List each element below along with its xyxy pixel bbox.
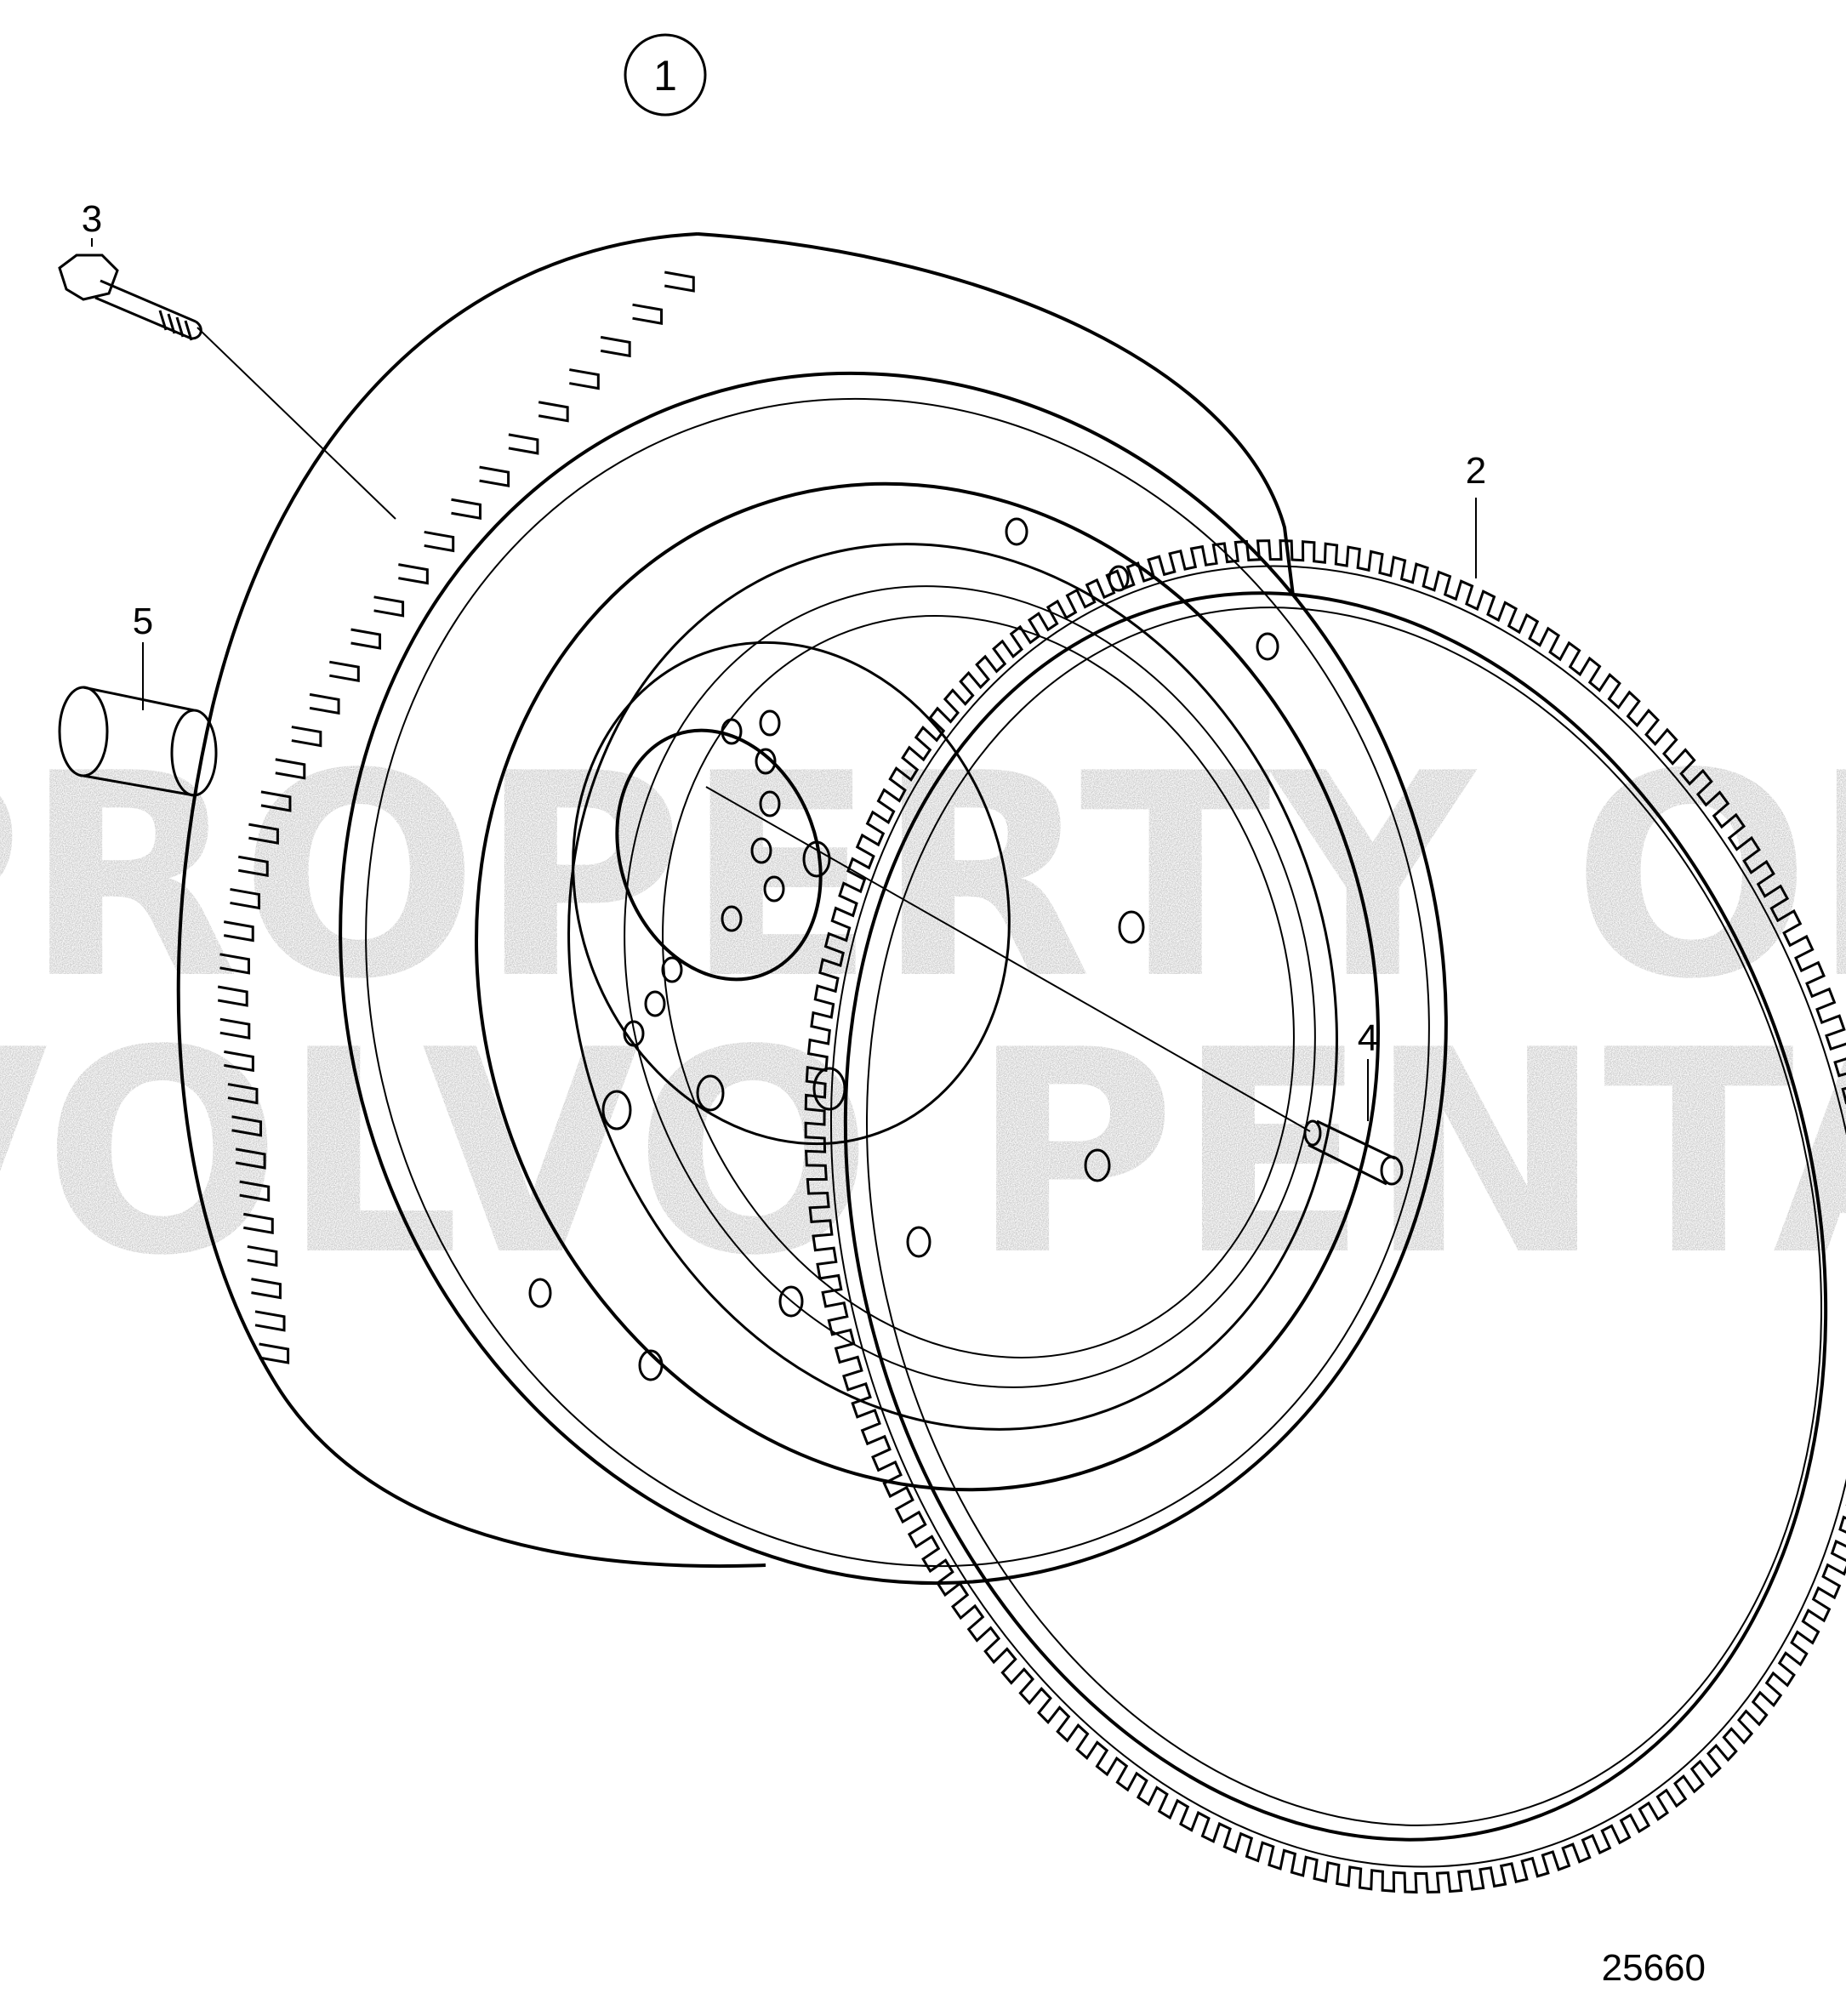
bolt-hole [1256, 632, 1279, 661]
bolt-hole [721, 718, 743, 745]
clutch-face-ring [475, 481, 1380, 1492]
bolt-hole [1084, 1148, 1111, 1182]
bolt-hole [759, 709, 781, 737]
signal-tooth [224, 1050, 254, 1073]
bolt-hole [601, 1090, 632, 1130]
bolt-hole [696, 1074, 725, 1112]
signal-tooth [291, 726, 322, 748]
bolt-hole [802, 840, 831, 878]
flywheel-face-step [365, 397, 1430, 1568]
signal-tooth [373, 595, 405, 618]
bolt-thread [158, 310, 193, 341]
leader-3-axis [197, 327, 396, 520]
ring-gear-inner-edge [843, 591, 1828, 1842]
inner-ring-2 [624, 585, 1316, 1388]
bolt-hole [759, 790, 781, 817]
leader-4-axis [705, 786, 1311, 1132]
bolt-hole [755, 748, 777, 775]
bolt-hole [623, 1020, 645, 1047]
signal-tooth [219, 1017, 251, 1039]
signal-tooth [259, 1342, 290, 1364]
signal-tooth [309, 692, 340, 715]
bolt-hole [906, 1226, 932, 1258]
inner-ring-1 [567, 543, 1338, 1431]
signal-tooth [254, 1310, 286, 1332]
callout-2: 2 [1466, 450, 1486, 492]
bushing-body [83, 686, 195, 797]
signal-tooth [251, 1278, 282, 1300]
ring-gear-root-line [829, 565, 1846, 1868]
flywheel [176, 232, 1448, 1586]
pilot-bushing [58, 686, 218, 797]
ring-gear-inner-bevel [865, 607, 1823, 1826]
flywheel-face-outer [339, 371, 1448, 1586]
signal-tooth [237, 855, 269, 878]
signal-tooth [538, 401, 569, 423]
flywheel-bolt [58, 253, 202, 341]
assembly-circle [624, 33, 707, 117]
bolt-hole [1005, 517, 1028, 546]
bolt-hole [778, 1285, 804, 1318]
callout-4: 4 [1358, 1017, 1378, 1059]
pin-body [1308, 1119, 1396, 1186]
signal-tooth [508, 433, 539, 455]
signal-tooth [248, 823, 279, 845]
dowel-pin [1303, 1119, 1404, 1186]
ring-gear-teeth [804, 539, 1846, 1894]
hub-face [572, 641, 1011, 1146]
bolt-shank [94, 279, 197, 340]
signal-tooth [398, 563, 429, 585]
bolt-hole [644, 990, 666, 1017]
bolt-hole [528, 1278, 552, 1308]
bolt-holes [528, 517, 1279, 1381]
watermark: PROPERTY OF VOLVO PENTA [0, 714, 1846, 1317]
signal-tooth [329, 660, 360, 682]
callout-5: 5 [133, 601, 153, 642]
pin-end [1380, 1155, 1404, 1186]
signal-tooth [231, 1115, 263, 1137]
signal-tooth [275, 758, 306, 780]
bolt-hole [1118, 910, 1145, 944]
signal-tooth [664, 271, 695, 293]
assembly-number: 1 [653, 52, 677, 100]
flywheel-outer-rim [176, 232, 766, 1569]
signal-tooth [230, 887, 261, 910]
center-bore [615, 728, 823, 982]
signal-tooth [600, 335, 631, 358]
signal-tooth [235, 1148, 266, 1170]
watermark-line-1: PROPERTY OF [0, 714, 1846, 1040]
assembly-number-badge: 1 [624, 33, 707, 117]
figure-number: 25660 [1602, 1947, 1706, 1989]
signal-tooth [219, 953, 250, 975]
signal-tooth [632, 303, 664, 325]
signal-tooth [247, 1244, 278, 1267]
signal-tooth [223, 920, 254, 943]
ring-gear [804, 539, 1846, 1894]
bolt-hole [721, 905, 743, 932]
signal-tooth [424, 530, 455, 553]
flywheel-signal-teeth [217, 271, 695, 1364]
bolt-head [58, 253, 119, 301]
bolt-hole [661, 956, 683, 983]
pin-start [1303, 1119, 1322, 1147]
signal-tooth [243, 1212, 274, 1235]
inner-ring-3 [662, 615, 1295, 1358]
bolt-hole [638, 1349, 664, 1381]
watermark-line-2: VOLVO PENTA [0, 990, 1846, 1317]
signal-tooth [479, 465, 510, 487]
signal-tooth [217, 985, 248, 1007]
bolt-hole [763, 875, 785, 903]
signal-tooth [227, 1083, 259, 1105]
flywheel-rear-rim [697, 232, 1295, 596]
ring-gear-tooth-profile [804, 539, 1846, 1894]
signal-tooth [260, 790, 292, 812]
callout-3: 3 [82, 198, 102, 240]
signal-tooth [350, 628, 382, 650]
signal-tooth [569, 368, 600, 390]
leader-lines [91, 238, 1477, 1132]
bolt-hole [750, 837, 772, 864]
signal-tooth [451, 498, 481, 521]
signal-tooth [239, 1180, 271, 1202]
